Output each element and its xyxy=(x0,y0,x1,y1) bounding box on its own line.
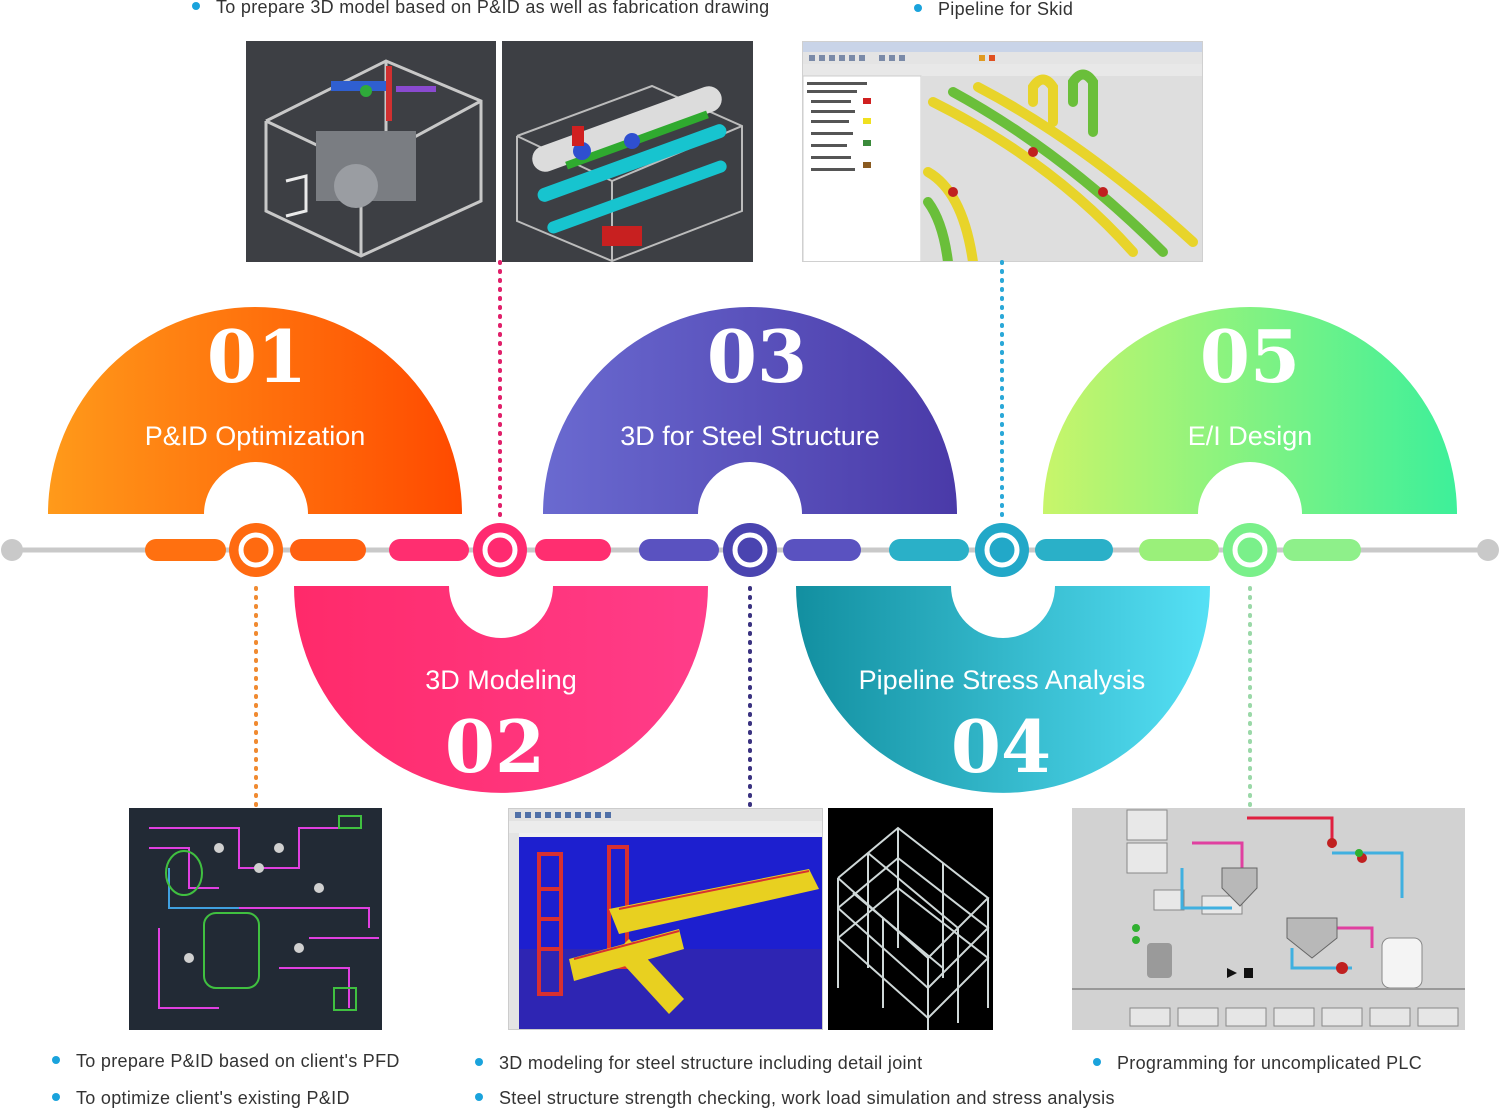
bottom-bullet-1-text: To prepare P&ID based on client's PFD xyxy=(76,1051,400,1071)
pipe-rack-render-image xyxy=(502,41,753,262)
bullet-dot-icon xyxy=(192,2,200,11)
bottom-bullet-5-text: Programming for uncomplicated PLC xyxy=(1117,1053,1423,1073)
stress-software-screenshot-image xyxy=(802,41,1203,262)
steel-structure-3d-image xyxy=(508,808,823,1030)
bottom-bullet-4: Steel structure strength checking, work … xyxy=(475,1088,1115,1109)
stage-05-number: 05 xyxy=(1200,314,1300,399)
stage-05-label: E/I Design xyxy=(1188,421,1313,451)
bullet-dot-icon xyxy=(475,1093,483,1102)
steel-frame-wireframe-image xyxy=(828,808,993,1030)
bottom-bullet-2: To optimize client's existing P&ID xyxy=(52,1088,350,1109)
arch-04 xyxy=(796,586,1210,793)
timeline-node-05 xyxy=(1223,523,1277,577)
stage-03-label: 3D for Steel Structure xyxy=(620,421,880,451)
timeline-node-02 xyxy=(473,523,527,577)
timeline-node-01 xyxy=(229,523,283,577)
bottom-bullet-2-text: To optimize client's existing P&ID xyxy=(76,1088,350,1108)
bullet-dot-icon xyxy=(52,1056,60,1065)
plc-hmi-screen-image xyxy=(1072,808,1465,1030)
bottom-bullet-3-text: 3D modeling for steel structure includin… xyxy=(499,1053,923,1073)
bottom-bullet-3: 3D modeling for steel structure includin… xyxy=(475,1053,922,1074)
stage-01-number: 01 xyxy=(207,314,307,399)
top-bullet-1-text: To prepare 3D model based on P&ID as wel… xyxy=(216,0,770,17)
pid-drawing-image xyxy=(129,808,382,1030)
arch-02 xyxy=(294,586,708,793)
stage-02-label: 3D Modeling xyxy=(425,665,577,695)
bottom-bullet-1: To prepare P&ID based on client's PFD xyxy=(52,1051,400,1072)
timeline-node-03 xyxy=(723,523,777,577)
stage-03-number: 03 xyxy=(707,314,807,399)
top-bullet-2: Pipeline for Skid xyxy=(914,0,1073,20)
arch-01 xyxy=(48,307,462,514)
bottom-bullet-5: Programming for uncomplicated PLC xyxy=(1093,1053,1422,1074)
bullet-dot-icon xyxy=(475,1058,483,1067)
bullet-dot-icon xyxy=(1093,1058,1101,1067)
bullet-dot-icon xyxy=(914,4,922,13)
stage-02-number: 02 xyxy=(445,704,545,789)
arch-03 xyxy=(543,307,957,514)
stage-01-label: P&ID Optimization xyxy=(145,421,366,451)
top-bullet-1: To prepare 3D model based on P&ID as wel… xyxy=(192,0,770,18)
stage-04-label: Pipeline Stress Analysis xyxy=(859,665,1146,695)
timeline-start-dot xyxy=(1,539,23,561)
stage-04-number: 04 xyxy=(951,704,1051,789)
arch-05 xyxy=(1043,307,1457,514)
bullet-dot-icon xyxy=(52,1093,60,1102)
bottom-bullet-4-text: Steel structure strength checking, work … xyxy=(499,1088,1115,1108)
skid-frame-render-image xyxy=(246,41,496,262)
top-bullet-2-text: Pipeline for Skid xyxy=(938,0,1074,19)
timeline-node-04 xyxy=(975,523,1029,577)
timeline-end-dot xyxy=(1477,539,1499,561)
